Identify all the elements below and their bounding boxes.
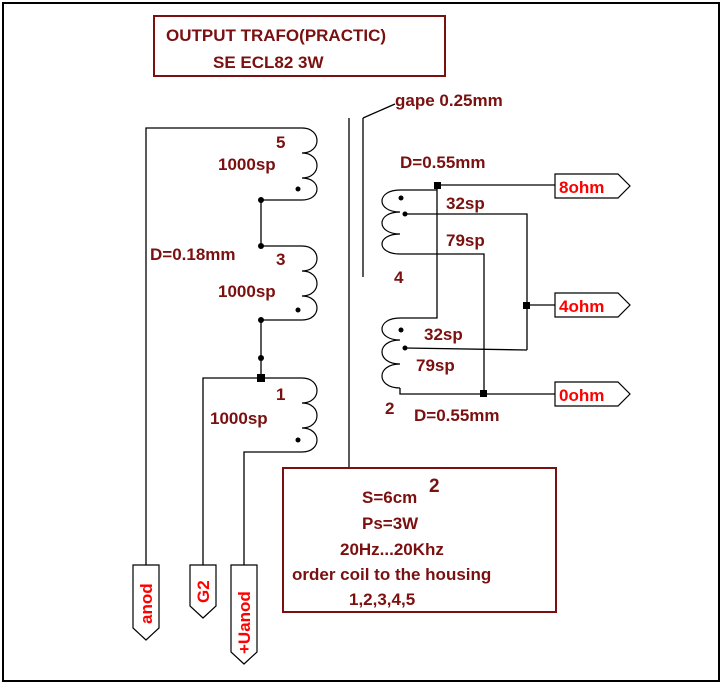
coil-1-turns: 1000sp [210, 409, 268, 428]
coil-2-tap2: 79sp [416, 356, 455, 375]
coil-5-dot [295, 186, 301, 192]
coil-2-tap1: 32sp [424, 325, 463, 344]
spec-power: Ps=3W [362, 514, 419, 533]
port-anod-label: anod [137, 583, 156, 624]
coil-1 [301, 377, 318, 453]
title-frame [153, 15, 446, 77]
coil-3-number: 3 [276, 250, 285, 269]
gap-leader [362, 103, 396, 119]
spec-core-exponent: 2 [429, 476, 440, 497]
coil-1-number: 1 [276, 385, 285, 404]
coil-5-turns: 1000sp [218, 155, 276, 174]
junction-5 [258, 197, 264, 203]
spec-frequency: 20Hz...20Khz [340, 540, 444, 559]
uanod-wire [243, 451, 302, 565]
coil-5 [301, 127, 318, 201]
port-anod-shape [132, 564, 160, 641]
port-8ohm-label: 8ohm [559, 178, 604, 197]
port-4ohm-label: 4ohm [559, 297, 604, 316]
primary-wire-diameter: D=0.18mm [150, 245, 236, 264]
title-line-2: SE ECL82 3W [213, 53, 324, 72]
port-g2-label: G2 [194, 580, 213, 603]
coil-2 [381, 317, 401, 389]
port-4ohm-shape [554, 292, 631, 318]
spec-core: S=6cm [362, 488, 417, 507]
coil-3-dot [295, 307, 301, 313]
coil-2-number: 2 [385, 399, 394, 418]
0ohm-node [480, 390, 487, 397]
coil-4-tap2: 79sp [446, 231, 485, 250]
junction-3b [258, 317, 264, 323]
coil-5-number: 5 [276, 133, 285, 152]
port-uanod-label: +Uanod [235, 591, 254, 654]
4ohm-node [523, 302, 530, 309]
coil-3-turns: 1000sp [218, 282, 276, 301]
port-0ohm-shape [554, 381, 631, 407]
port-g2-shape [189, 564, 217, 619]
spec-order-sequence: 1,2,3,4,5 [349, 590, 415, 609]
secondary-wire-diameter-bottom: D=0.55mm [414, 406, 500, 425]
coil-3 [301, 245, 318, 321]
0ohm-wire [399, 388, 555, 395]
port-0ohm-label: 0ohm [559, 386, 604, 405]
spec-frame [282, 467, 557, 613]
junction-mid [258, 355, 264, 361]
coil-4-dot [398, 195, 404, 201]
gap-label: gape 0.25mm [395, 91, 503, 110]
title-line-1: OUTPUT TRAFO(PRACTIC) [166, 26, 386, 45]
coil-4-tap1: 32sp [446, 194, 485, 213]
coil-2-tap-wire [404, 347, 528, 351]
port-uanod-shape [230, 564, 258, 665]
coil-4 [381, 189, 401, 255]
spec-order: order coil to the housing [292, 565, 491, 584]
anod-wire [145, 127, 302, 565]
secondary-wire-diameter-top: D=0.55mm [400, 153, 486, 172]
coil-1-dot [295, 437, 301, 443]
8ohm-to-coil2-wire [400, 185, 438, 319]
port-8ohm-shape [554, 173, 631, 199]
coil-2-dot [398, 327, 404, 333]
coil-4-number: 4 [394, 268, 404, 287]
g2-wire [202, 377, 302, 565]
coil-4-end-wire [400, 253, 485, 394]
